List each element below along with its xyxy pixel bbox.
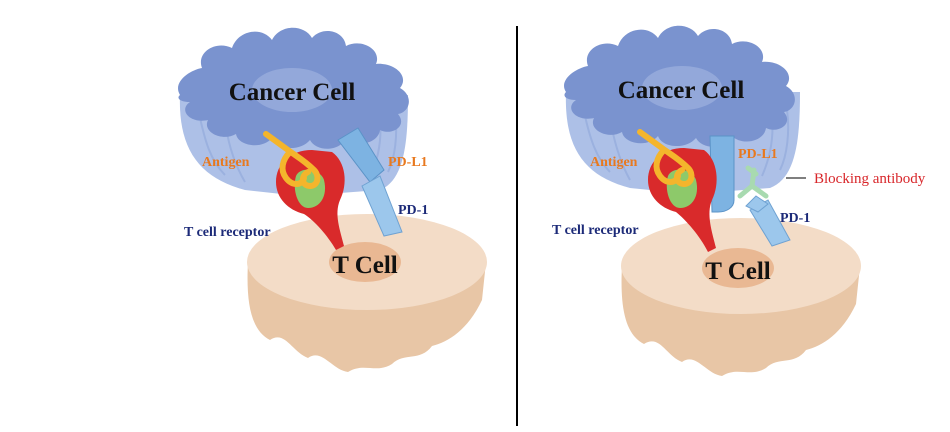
blocking-antibody xyxy=(737,165,769,199)
antigen xyxy=(263,131,321,189)
t-cell-label: T Cell xyxy=(332,252,398,279)
pd-l1-label: PD-L1 xyxy=(738,147,778,162)
t-cell-label: T Cell xyxy=(705,258,771,285)
pd-1-label: PD-1 xyxy=(398,203,428,218)
cancer-cell-label: Cancer Cell xyxy=(618,77,745,104)
cancer-cell-nucleus xyxy=(642,66,722,110)
antigen-label: Antigen xyxy=(202,155,250,170)
antigen xyxy=(637,129,695,187)
t-cell-nucleus xyxy=(329,242,401,282)
panel-with-antibody: Cancer Cell T Cell Antigen PD-L1 PD-1 T … xyxy=(552,25,926,376)
cancer-cell-nucleus xyxy=(252,68,332,112)
pd-1-receptor xyxy=(361,175,403,237)
cancer-cell-label: Cancer Cell xyxy=(229,79,356,106)
tcr-label: T cell receptor xyxy=(552,223,639,238)
blocking-antibody-label: Blocking antibody xyxy=(814,171,926,187)
pd-1-tip xyxy=(745,195,769,213)
antigen-label: Antigen xyxy=(590,155,638,170)
tcr-label: T cell receptor xyxy=(184,225,271,240)
pd-l1-receptor xyxy=(337,127,385,183)
pd-l1-label: PD-L1 xyxy=(388,155,428,170)
panel-without-antibody: Cancer Cell T Cell Antigen PD-L1 PD-1 T … xyxy=(178,27,487,372)
pd-l1-receptor xyxy=(709,135,735,213)
t-cell-nucleus xyxy=(702,248,774,288)
pd-1-label: PD-1 xyxy=(780,211,810,226)
